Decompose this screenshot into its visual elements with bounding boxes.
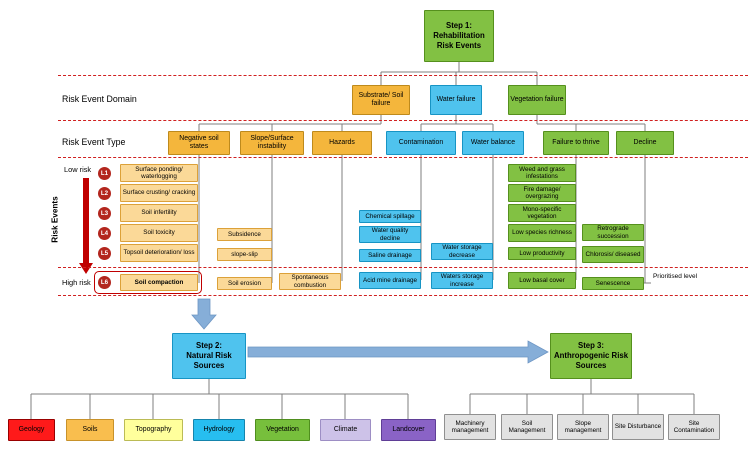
step1-name: Rehabilitation Risk Events [433, 31, 485, 50]
section-divider [58, 75, 748, 76]
step2-box: Step 2: Natural Risk Sources [172, 333, 246, 379]
level-badge-l6: L6 [98, 276, 111, 289]
domain-substrate-soil-failure: Substrate/ Soil failure [352, 85, 410, 115]
arrow-l6-to-step2 [191, 298, 217, 330]
event-chemical-spillage: Chemical spillage [359, 210, 421, 223]
source-slope-management: Slope management [557, 414, 609, 440]
low-risk-label: Low risk [64, 165, 92, 174]
event-acid-mine-drainage: Acid mine drainage [359, 272, 421, 289]
event-slope-slip: slope-slip [217, 248, 272, 261]
section-divider [58, 157, 748, 158]
event-mono-specific-vegetation: Mono-specific vegetation [508, 204, 576, 222]
source-machinery-management: Machinery management [444, 414, 496, 440]
row-label-risk-events: Risk Events [50, 196, 60, 243]
event-spontaneous-combustion: Spontaneous combustion [279, 273, 341, 290]
section-divider [58, 295, 748, 296]
source-geology: Geology [8, 419, 55, 441]
domain-vegetation-failure: Vegetation failure [508, 85, 566, 115]
section-divider [58, 267, 748, 268]
type-negative-soil-states: Negative soil states [168, 131, 230, 155]
type-failure-to-thrive: Failure to thrive [543, 131, 609, 155]
event-soil-erosion: Soil erosion [217, 277, 272, 290]
type-slope-surface-instability: Slope/Surface instability [240, 131, 304, 155]
source-site-contamination: Site Contamination [668, 414, 720, 440]
event-subsidence: Subsidence [217, 228, 272, 241]
level-badge-l3: L3 [98, 207, 111, 220]
level-badge-l5: L5 [98, 247, 111, 260]
event-surface-crusting: Surface crusting/ cracking [120, 184, 198, 202]
source-hydrology: Hydrology [193, 419, 245, 441]
source-vegetation: Vegetation [255, 419, 310, 441]
event-low-basal-cover: Low basal cover [508, 272, 576, 289]
event-weed-grass-infestations: Weed and grass infestations [508, 164, 576, 182]
row-label-type: Risk Event Type [62, 137, 126, 147]
event-water-storage-decrease: Water storage decrease [431, 243, 493, 260]
source-climate: Climate [320, 419, 371, 441]
level-badge-l1: L1 [98, 167, 111, 180]
event-surface-ponding: Surface ponding/ waterlogging [120, 164, 198, 182]
high-risk-label: High risk [62, 278, 91, 287]
section-divider [58, 120, 748, 121]
arrow-step2-to-step3 [247, 340, 549, 364]
event-chlorosis-diseased: Chlorosis/ diseased [582, 246, 644, 263]
step3-name: Anthropogenic Risk Sources [553, 351, 629, 370]
event-senescence: Senescence [582, 277, 644, 290]
source-soils: Soils [66, 419, 114, 441]
risk-level-arrow [79, 178, 93, 274]
priority-highlight-outline [94, 271, 202, 294]
level-badge-l2: L2 [98, 187, 111, 200]
event-fire-damage-overgrazing: Fire damage/ overgrazing [508, 184, 576, 202]
step1-label: Step 1: [446, 21, 472, 31]
prioritised-level-label: Prioritised level [652, 273, 698, 280]
step2-name: Natural Risk Sources [186, 351, 232, 370]
event-topsoil-deterioration: Topsoil deterioration/ loss [120, 244, 198, 262]
step3-label: Step 3: [578, 341, 604, 351]
source-soil-management: Soil Management [501, 414, 553, 440]
event-soil-infertility: Soil infertility [120, 204, 198, 222]
source-site-disturbance: Site Disturbance [612, 414, 664, 440]
type-water-balance: Water balance [462, 131, 524, 155]
source-topography: Topography [124, 419, 183, 441]
event-water-storage-increase: Waters storage increase [431, 272, 493, 289]
event-low-species-richness: Low species richness [508, 224, 576, 242]
domain-water-failure: Water failure [430, 85, 482, 115]
event-retrograde-succession: Retrograde succession [582, 224, 644, 241]
event-soil-compaction: Soil compaction [120, 274, 198, 291]
source-landcover: Landcover [381, 419, 436, 441]
step3-box: Step 3: Anthropogenic Risk Sources [550, 333, 632, 379]
event-water-quality-decline: Water quality decline [359, 226, 421, 243]
level-badge-l4: L4 [98, 227, 111, 240]
step1-box: Step 1: Rehabilitation Risk Events [424, 10, 494, 62]
event-soil-toxicity: Soil toxicity [120, 224, 198, 242]
event-low-productivity: Low productivity [508, 247, 576, 260]
row-label-domain: Risk Event Domain [62, 94, 137, 104]
event-saline-drainage: Saline drainage [359, 249, 421, 262]
type-decline: Decline [616, 131, 674, 155]
step2-label: Step 2: [196, 341, 222, 351]
type-contamination: Contamination [386, 131, 456, 155]
type-hazards: Hazards [312, 131, 372, 155]
